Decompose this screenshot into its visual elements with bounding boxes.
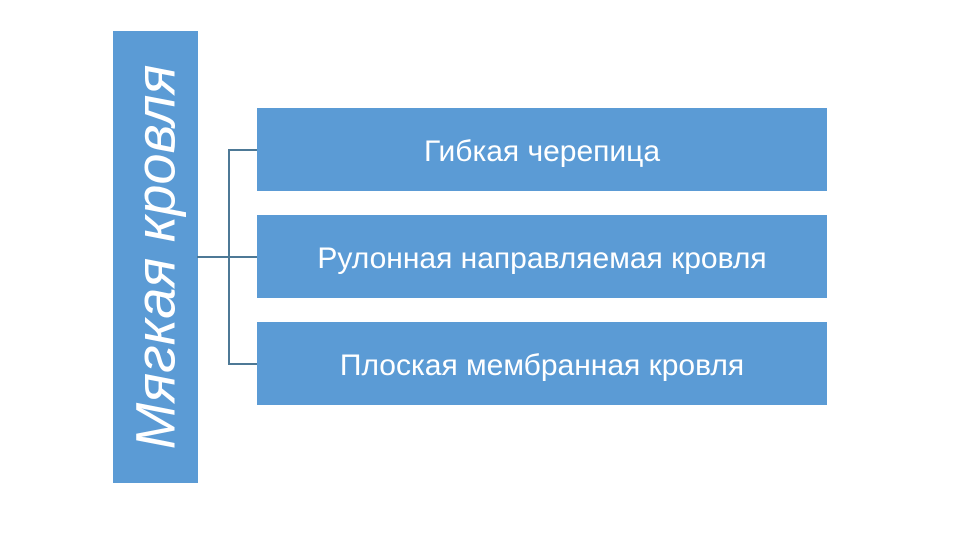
branch-node-flexible-shingles: Гибкая черепица: [257, 108, 827, 191]
root-node-soft-roofing: Мягкая кровля: [113, 31, 198, 483]
connector-branch-bottom-line: [228, 363, 257, 365]
branch-node-label: Рулонная направляемая кровля: [317, 241, 767, 275]
root-node-label: Мягкая кровля: [123, 64, 187, 450]
branch-node-label: Гибкая черепица: [423, 134, 661, 168]
connector-spine-line: [228, 149, 230, 365]
branch-node-flat-membrane-roofing: Плоская мембранная кровля: [257, 322, 827, 405]
connector-branch-top-line: [228, 149, 257, 151]
branch-node-roll-roofing: Рулонная направляемая кровля: [257, 215, 827, 298]
branch-node-label: Плоская мембранная кровля: [339, 348, 745, 382]
connector-stub-line: [197, 256, 257, 258]
